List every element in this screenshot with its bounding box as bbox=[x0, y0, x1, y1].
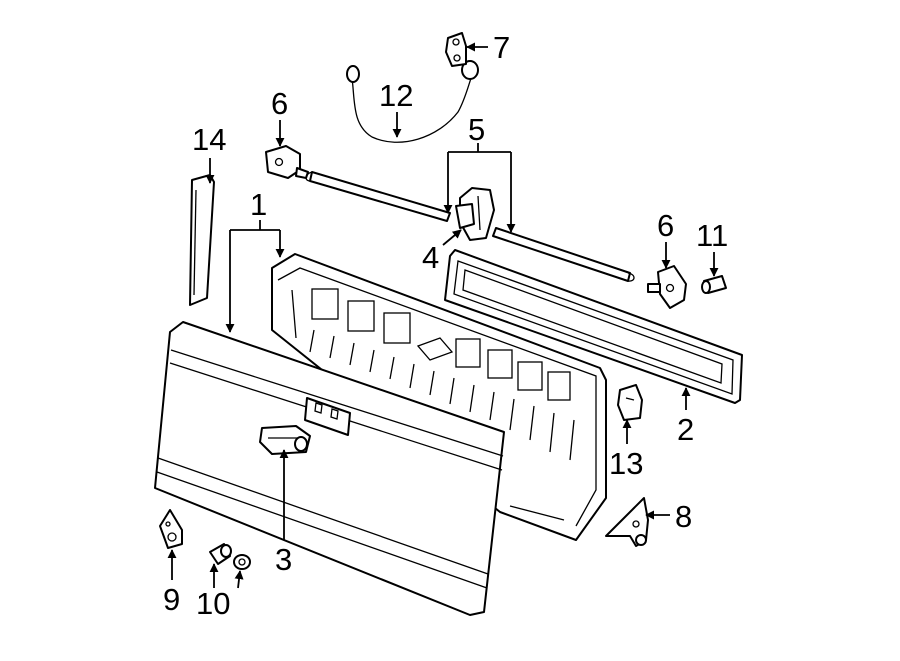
cable-part bbox=[346, 60, 479, 143]
callout-3: 3 bbox=[275, 542, 292, 577]
cable-bracket-part bbox=[445, 32, 467, 67]
callout-6-left: 6 bbox=[271, 86, 288, 121]
callout-6-right: 6 bbox=[657, 208, 674, 243]
callout-2: 2 bbox=[677, 412, 694, 447]
left-latch-rod bbox=[305, 171, 451, 222]
bushing-part bbox=[209, 543, 232, 565]
access-cover-part bbox=[444, 249, 743, 404]
callout-5: 5 bbox=[468, 112, 485, 147]
callout-14: 14 bbox=[192, 122, 226, 157]
hinge-part bbox=[605, 497, 649, 547]
callout-13: 13 bbox=[609, 446, 643, 481]
right-latch-part bbox=[647, 265, 687, 309]
callout-1: 1 bbox=[250, 187, 267, 222]
hinge-bracket-part bbox=[159, 509, 183, 549]
side-cap-part bbox=[189, 174, 215, 306]
bracket-13-part bbox=[617, 384, 643, 421]
bumper-part bbox=[701, 275, 727, 294]
inner-shell-pockets bbox=[311, 288, 571, 401]
leader-lines bbox=[167, 42, 719, 589]
callout-8: 8 bbox=[675, 499, 692, 534]
callout-7: 7 bbox=[493, 30, 510, 65]
callout-4: 4 bbox=[422, 240, 439, 275]
callout-10: 10 bbox=[196, 586, 230, 621]
callout-9: 9 bbox=[163, 582, 180, 617]
callout-12: 12 bbox=[379, 78, 413, 113]
right-latch-rod bbox=[492, 227, 635, 282]
left-latch-part bbox=[265, 145, 309, 179]
callout-labels: 1 2 3 4 5 6 6 7 8 9 10 11 12 13 14 bbox=[163, 30, 728, 621]
tailgate-handle-part bbox=[259, 425, 311, 455]
center-handle-housing-part bbox=[455, 187, 495, 241]
license-lamp-recess bbox=[304, 397, 351, 436]
inner-shell-ribs bbox=[309, 329, 575, 461]
callout-11: 11 bbox=[696, 218, 728, 253]
washer-part bbox=[233, 554, 251, 570]
tailgate-outer-skin-part bbox=[154, 321, 505, 616]
